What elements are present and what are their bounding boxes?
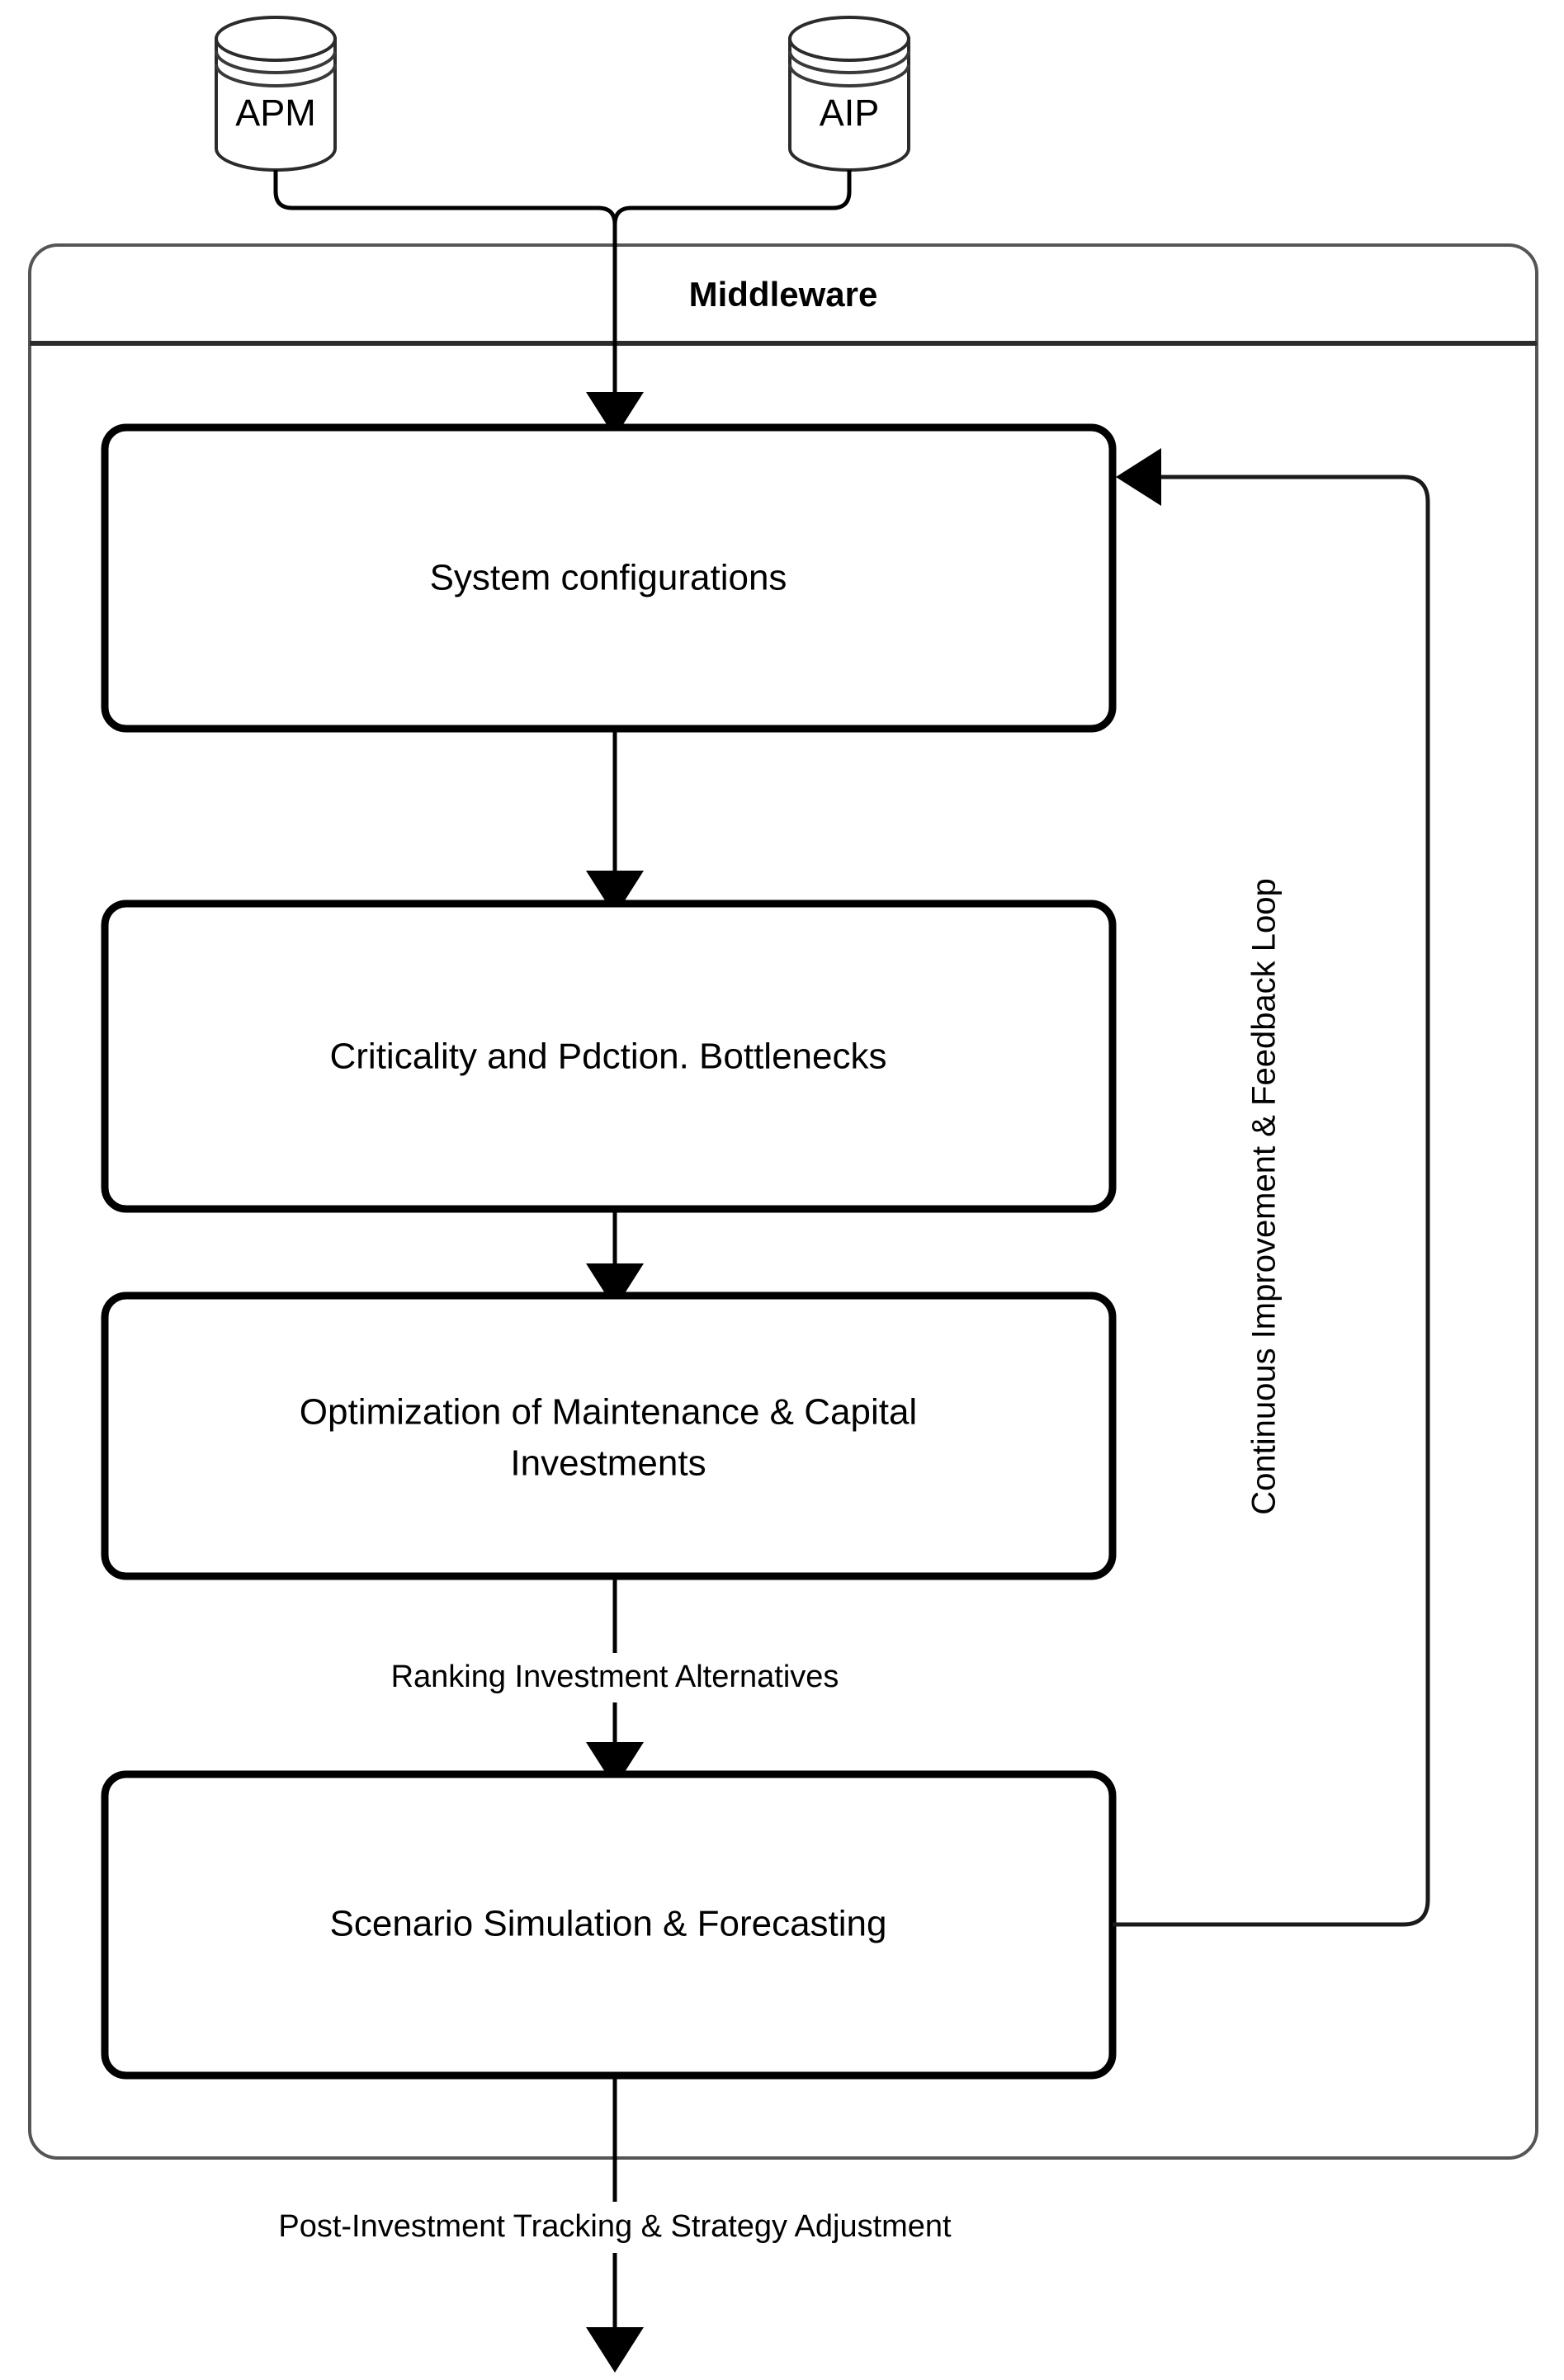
- process-label: System configurations: [430, 558, 787, 598]
- database-cylinder-icon: [215, 37, 337, 172]
- process-step-criticality-bottlenecks[interactable]: Criticality and Pdction. Bottlenecks: [101, 900, 1117, 1213]
- process-label: Criticality and Pdction. Bottlenecks: [330, 1037, 887, 1077]
- process-box: [101, 423, 1117, 733]
- process-label-line1: Optimization of Maintenance & Capital: [300, 1392, 917, 1433]
- source-label-aip: AIP: [820, 92, 880, 134]
- database-cylinder-icon: [788, 37, 910, 172]
- connector-aip-to-middleware: [612, 170, 852, 225]
- process-step-system-configurations[interactable]: System configurations: [101, 423, 1117, 733]
- process-box: [101, 1292, 1117, 1580]
- middleware-title: Middleware: [689, 275, 878, 314]
- process-step-scenario-simulation[interactable]: Scenario Simulation & Forecasting: [101, 1770, 1117, 2080]
- process-box: [101, 900, 1117, 1213]
- source-label-apm: APM: [235, 92, 316, 134]
- output-label-backdrop: [124, 2202, 1106, 2253]
- edge-label-ranking: Ranking Investment Alternatives: [391, 1660, 839, 1694]
- database-ring-two-icon: [788, 64, 910, 87]
- database-cylinder-top-icon: [215, 16, 337, 62]
- connector-apm-to-middleware: [273, 170, 617, 225]
- feedback-loop-path: [1113, 448, 1430, 1927]
- process-label-line2: Investments: [510, 1443, 706, 1484]
- source-node-aip[interactable]: AIP: [788, 16, 910, 172]
- process-label: Scenario Simulation & Forecasting: [330, 1904, 887, 1944]
- database-ring-one-icon: [215, 50, 337, 74]
- source-node-apm[interactable]: APM: [215, 16, 337, 172]
- database-ring-two-icon: [215, 64, 337, 87]
- database-cylinder-top-icon: [788, 16, 910, 62]
- process-step-optimization-investments[interactable]: Optimization of Maintenance & Capital In…: [101, 1292, 1117, 1580]
- edge-label-post-investment: Post-Investment Tracking & Strategy Adju…: [278, 2209, 952, 2244]
- feedback-loop-label: Continuous Improvement & Feedback Loop: [1246, 878, 1283, 1515]
- database-ring-one-icon: [788, 50, 910, 74]
- edge-label-backdrop: [287, 1653, 943, 1702]
